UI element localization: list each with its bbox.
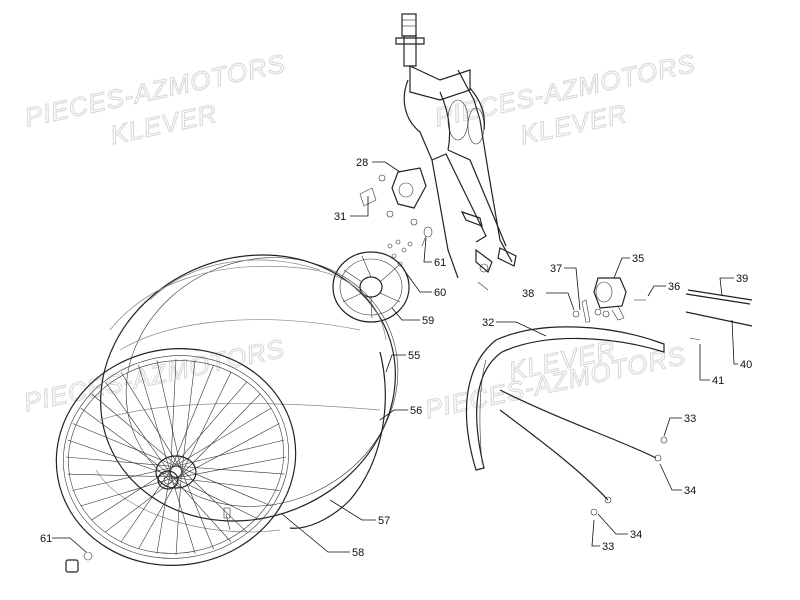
handlebar-accessories (572, 277, 753, 341)
leader-lines (52, 161, 738, 553)
watermark-text: PIECES-AZMOTORS (21, 333, 287, 418)
callout-40: 40 (740, 359, 752, 371)
suspension-fork (395, 13, 517, 291)
watermark-mid-left: PIECES-AZMOTORS (20, 332, 287, 418)
spoke (169, 364, 214, 473)
callout-59: 59 (422, 315, 434, 327)
callout-60: 60 (434, 287, 446, 299)
callout-61: 61 (40, 533, 52, 545)
callout-35: 35 (632, 253, 644, 265)
spoke (181, 360, 196, 471)
spoke (176, 465, 272, 507)
spoke (180, 467, 214, 550)
callout-28: 28 (356, 157, 368, 169)
spoke (138, 471, 183, 550)
callout-55: 55 (408, 350, 420, 362)
brake-caliper (359, 167, 427, 226)
spoke (65, 456, 174, 467)
callout-41: 41 (712, 375, 724, 387)
callout-33: 33 (602, 541, 614, 553)
callout-57: 57 (378, 515, 390, 527)
spoke (72, 423, 176, 467)
spoke (67, 439, 178, 479)
callout-34: 34 (630, 529, 642, 541)
spoke (170, 381, 247, 471)
callout-labels: 28 31 61 60 59 55 56 57 58 61 37 35 38 3… (40, 157, 752, 559)
spoke (80, 407, 176, 479)
axle-bolt (65, 551, 93, 573)
watermark-top-right: PIECES-AZMOTORS KLEVER (432, 47, 699, 150)
spoke (178, 466, 247, 533)
callout-56: 56 (410, 405, 422, 417)
watermark-mid-right: PIECES-AZMOTORS KLEVER (422, 334, 689, 425)
spoke (170, 358, 177, 475)
wheel-rim (55, 348, 297, 566)
spoke (171, 407, 272, 469)
spoke (175, 469, 182, 556)
callout-33: 33 (684, 413, 696, 425)
callout-61: 61 (434, 257, 446, 269)
spoke (172, 439, 285, 468)
spoke (120, 371, 181, 468)
spoke (176, 477, 280, 491)
spoke (138, 364, 172, 477)
spoke (105, 473, 182, 533)
disc-bolts (387, 226, 433, 267)
spoke (105, 381, 174, 478)
spoke (174, 465, 285, 475)
watermark-top-left: PIECES-AZMOTORS KLEVER (22, 47, 289, 150)
callout-34: 34 (684, 485, 696, 497)
spoke (172, 476, 232, 543)
callout-38: 38 (522, 288, 534, 300)
spoke (156, 360, 182, 469)
spoke (179, 423, 280, 477)
callout-39: 39 (736, 273, 748, 285)
inner-tube (95, 265, 387, 533)
spoke (67, 473, 180, 478)
spoke (181, 371, 232, 474)
callout-58: 58 (352, 547, 364, 559)
callout-37: 37 (550, 263, 562, 275)
tire (99, 254, 399, 529)
spoke (91, 393, 179, 467)
mudguard (465, 326, 668, 516)
brake-disc (332, 251, 410, 323)
callout-32: 32 (482, 317, 494, 329)
callout-36: 36 (668, 281, 680, 293)
callout-31: 31 (334, 211, 346, 223)
